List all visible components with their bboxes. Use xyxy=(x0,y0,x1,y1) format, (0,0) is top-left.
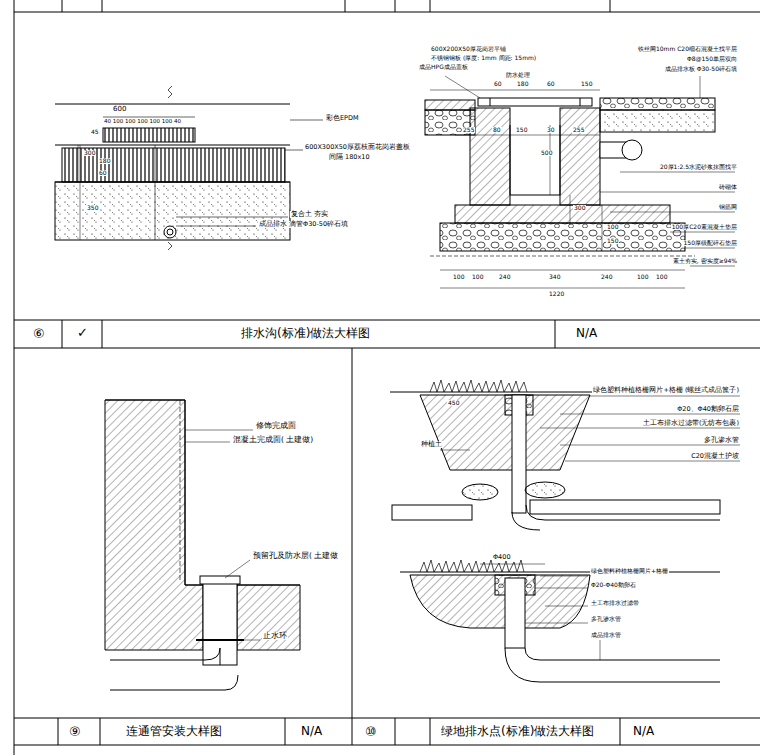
dimension: 100 xyxy=(606,224,619,230)
detail-title: 连通管安装大样图 xyxy=(125,725,223,738)
material-note: C20混凝土护坡 xyxy=(690,453,740,460)
callout-number: ⑩ xyxy=(364,725,378,739)
dimension: 240 xyxy=(600,274,613,280)
dimension: 255 xyxy=(462,127,475,133)
material-note: 成品HPG成品盖板 xyxy=(418,64,469,70)
callout-number: ⑨ xyxy=(68,725,82,739)
scale-cell: N/A xyxy=(300,725,323,738)
material-note: 600X200X50厚花岗岩平铺 xyxy=(430,46,507,52)
material-note: 间隔 180x10 xyxy=(328,154,371,161)
dimension: 60 xyxy=(493,81,503,87)
material-note: 钢筋网 xyxy=(718,204,738,210)
dimension: 300 xyxy=(573,205,586,211)
dimension: 60 xyxy=(98,170,108,176)
dimension: 340 xyxy=(548,274,561,280)
callout-number: ⑥ xyxy=(32,327,46,341)
material-note: 多孔渗水管 xyxy=(590,616,622,622)
dimension: Φ400 xyxy=(492,554,512,561)
material-note: Φ20-Φ40鹅卵石 xyxy=(590,582,637,588)
dimension: 1220 xyxy=(548,291,565,297)
dimension: 100 xyxy=(655,274,668,280)
material-note: 铁丝网10mm C20细石混凝土找平层 xyxy=(637,46,738,52)
dimension: 600 xyxy=(112,106,127,113)
dimension: 60 xyxy=(546,81,556,87)
check-mark: ✓ xyxy=(76,326,89,340)
detail-title: 排水沟(标准)做法大样图 xyxy=(240,327,371,340)
dimension: 500 xyxy=(540,150,553,156)
dimension: 100 xyxy=(452,274,465,280)
callout-note: 预留孔及防水层( 土建做 xyxy=(252,552,339,560)
material-note: 种植土 xyxy=(420,441,443,448)
material-note: 20厚1:2.5水泥砂浆抹面找平 xyxy=(659,164,738,170)
material-note: 素土夯实, 密实度≥94% xyxy=(672,258,738,264)
callout-note: 混凝土完成面( 土建做) xyxy=(232,436,314,444)
material-note: 多孔渗水管 xyxy=(703,437,740,444)
material-note: 600X300X50厚荔枝面花岗岩盖板 xyxy=(304,144,411,151)
scale-cell: N/A xyxy=(632,725,655,738)
material-note: Φ8@150单层双向 xyxy=(686,56,738,62)
material-note: 防水处理 xyxy=(505,72,531,78)
material-note: 100厚C20素混凝土垫层 xyxy=(671,224,738,230)
dimension: 100 xyxy=(471,274,484,280)
dimension: 300 xyxy=(83,150,96,156)
dimension: 150 xyxy=(580,81,593,87)
dimension: 150 xyxy=(515,127,528,133)
dimension: 255 xyxy=(572,127,585,133)
dimension: 450 xyxy=(447,400,460,406)
detail-title: 绿地排水点(标准)做法大样图 xyxy=(440,725,595,738)
dimension: 100 xyxy=(636,274,649,280)
dimension: 150 xyxy=(606,238,619,244)
material-note: 绿色塑料种植格栅网片+格栅 xyxy=(590,568,669,574)
dimension: 180 xyxy=(98,158,111,164)
material-note: Φ20、Φ40鹅卵石层 xyxy=(676,406,740,413)
material-note: 彩色EPDM xyxy=(325,115,360,122)
dimension: 350 xyxy=(86,205,99,211)
material-note: 砖砌体 xyxy=(718,184,738,190)
material-note: 不锈钢钢板 (厚度: 1mm 间距: 15mm) xyxy=(430,55,537,61)
material-note: 成品排水管 xyxy=(590,632,622,638)
dimension: 30 xyxy=(546,127,556,133)
material-note: 成品排水板 Φ30-50碎石填 xyxy=(664,66,738,72)
dimension: 180 xyxy=(516,81,529,87)
dimension: 240 xyxy=(498,274,511,280)
material-note: 土工布排水过滤带(无纺布包裹) xyxy=(642,420,740,427)
dimension: 45 xyxy=(90,129,100,135)
material-note: 150厚级配碎石垫层 xyxy=(683,240,738,246)
material-note: 复合土 夯实 xyxy=(290,211,329,218)
material-note: 土工布排水过滤带 xyxy=(590,600,640,606)
callout-note: 修饰完成面 xyxy=(255,422,297,430)
material-note: 成品排水 滴管Φ30-50碎石填 xyxy=(258,221,349,228)
dimension: 40 100 100 100 100 100 40 xyxy=(103,119,182,125)
callout-note: 止水环 xyxy=(262,632,288,640)
scale-cell: N/A xyxy=(575,327,598,340)
dimension: 80 xyxy=(492,127,502,133)
material-note: 绿色塑料种植格栅网片+格栅 (螺丝式成品篦子) xyxy=(592,387,740,394)
